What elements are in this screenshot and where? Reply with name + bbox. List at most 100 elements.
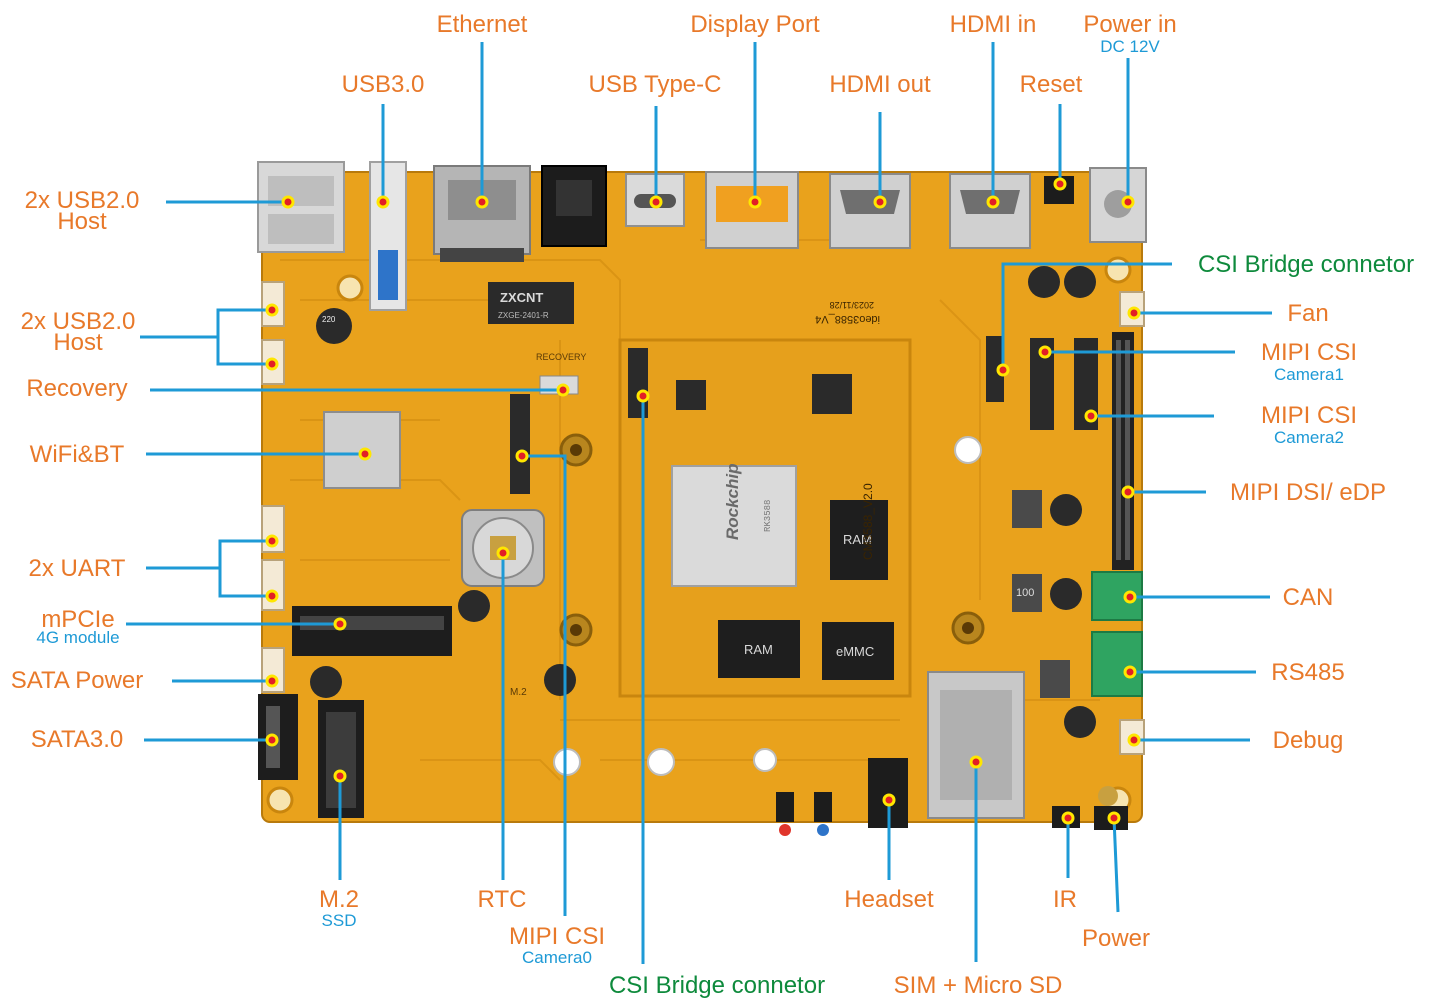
marker-usb3 [376,195,390,209]
label-hdmi-in: HDMI in [950,11,1037,38]
marker-usb20-host-2a [265,303,279,317]
label-usb20-host-1b: Host [57,208,107,235]
label-rs485: RS485 [1271,659,1344,686]
ethernet-ic-label: ZXCNT [500,290,543,305]
ram-chip-1: RAM [830,500,888,580]
ram-1-label: RAM [843,532,872,547]
marker-power [1107,811,1121,825]
callout-labels: Ethernet Display Port HDMI in Power in D… [11,11,1414,999]
label-mipi-csi0: MIPI CSI [509,923,605,950]
label-sata30: SATA3.0 [31,726,123,753]
marker-can [1123,590,1137,604]
marker-mipi-csi1 [1038,345,1052,359]
label-csi-bridge-top: CSI Bridge connetor [1198,251,1414,278]
ethernet-ic: ZXCNT ZXGE-2401-R [488,282,574,324]
label-reset: Reset [1020,71,1083,98]
marker-mipi-csi0 [515,449,529,463]
label-power-in: Power in [1083,11,1176,38]
label-mipi-dsi: MIPI DSI/ eDP [1230,479,1386,506]
label-uart: 2x UART [29,555,126,582]
label-can: CAN [1283,584,1334,611]
label-csi-bridge-bottom: CSI Bridge connetor [609,972,825,999]
left-caps: 220 [310,308,576,698]
board-name-silk: ideo3588_V4 [815,313,880,325]
board-date-silk: 2023/11/28 [830,300,874,310]
marker-mipi-csi2 [1084,409,1098,423]
label-usb20-host-1a: 2x USB2.0 [25,187,140,214]
label-usb20-host-2a: 2x USB2.0 [21,308,136,335]
label-mipi-csi1-sub: Camera1 [1274,365,1344,384]
label-hdmi-out: HDMI out [829,71,931,98]
marker-uart-b [265,589,279,603]
mpcie-slot [292,606,452,656]
label-usb20-host-2b: Host [53,329,103,356]
label-mipi-csi2-sub: Camera2 [1274,428,1344,447]
marker-display-port [748,195,762,209]
right-caps [1028,266,1096,738]
marker-csi-bridge-bottom [636,389,650,403]
marker-sata-power [265,674,279,688]
marker-csi-bridge-top [996,363,1010,377]
led-indicators [776,792,832,836]
mipi-dsi-header [1112,332,1134,570]
marker-sata30 [265,733,279,747]
label-mpcie: mPCIe [41,606,114,633]
label-display-port: Display Port [690,11,820,38]
recovery-silk: RECOVERY [536,352,586,362]
marker-mpcie [333,617,347,631]
marker-hdmi-in [986,195,1000,209]
soc-chip: Rockchip RK3588 [671,463,797,587]
label-wifi-bt: WiFi&BT [30,441,125,468]
marker-mipi-dsi [1121,485,1135,499]
label-sim-sd: SIM + Micro SD [894,972,1063,999]
label-usb30: USB3.0 [342,71,425,98]
label-m2-sub: SSD [322,911,357,930]
label-m2: M.2 [319,886,359,913]
leader-lines [126,42,1272,964]
marker-power-in [1121,195,1135,209]
cap-a-text: 220 [322,315,336,324]
usb3-port [369,161,407,311]
marker-reset [1053,177,1067,191]
label-mipi-csi0-sub: Camera0 [522,948,592,967]
marker-rs485 [1123,665,1137,679]
emmc-chip: eMMC [822,622,894,680]
soc-brand: Rockchip [723,463,742,540]
usb-host-stack-port [257,161,345,253]
label-power-in-sub: DC 12V [1100,37,1160,56]
csi-bridge-connector-part [986,336,1004,402]
label-fan: Fan [1287,300,1328,327]
marker-hdmi-out [873,195,887,209]
ram-chip-2: RAM [718,620,800,678]
dc-power-jack [1089,167,1147,243]
som-name-silk: CM3588_V2.0 [861,483,875,560]
marker-usb-type-c [649,195,663,209]
marker-dots [265,177,1141,825]
ram-2-label: RAM [744,642,773,657]
label-sata-power: SATA Power [11,667,144,694]
rs485-terminal [1091,631,1143,697]
marker-usb20-host-1 [281,195,295,209]
label-mipi-csi2: MIPI CSI [1261,402,1357,429]
marker-debug [1127,733,1141,747]
label-headset: Headset [844,886,934,913]
hdmi-in-connector [949,173,1031,249]
inductors: 100 [1012,490,1070,698]
soc-model: RK3588 [763,500,773,532]
marker-sim-sd [969,755,983,769]
emmc-label: eMMC [836,644,874,659]
marker-ethernet [475,195,489,209]
label-debug: Debug [1273,727,1344,754]
label-recovery: Recovery [26,375,127,402]
m2-silk-label: M.2 [510,687,527,698]
marker-fan [1127,306,1141,320]
marker-uart-a [265,534,279,548]
display-port-connector [705,171,799,249]
marker-usb20-host-2b [265,357,279,371]
label-usb-type-c: USB Type-C [589,71,722,98]
csi0-connector [510,394,530,494]
inductor-label: 100 [1016,587,1034,599]
label-ethernet: Ethernet [437,11,528,38]
